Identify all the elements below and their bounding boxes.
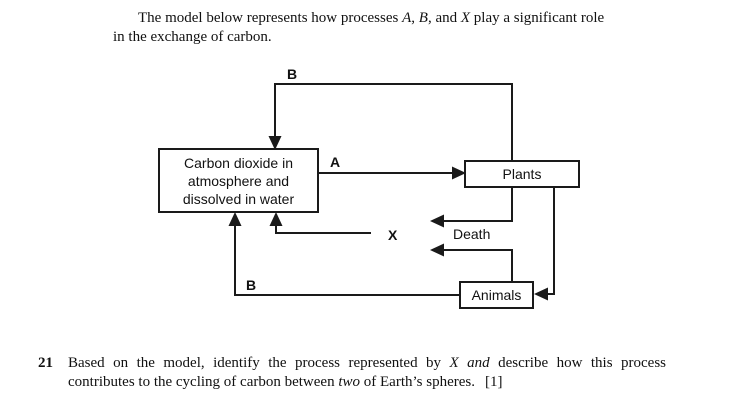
label-process-a: A: [330, 154, 341, 170]
arrowhead-a: [452, 166, 466, 180]
process-x-italic: X: [460, 10, 471, 26]
intro-line-1: The model below represents how processes…: [138, 10, 605, 26]
arrow-plants-death-path: [444, 188, 513, 222]
arrowhead-b-bottom: [228, 212, 242, 226]
arrowhead-b-top: [268, 136, 282, 150]
intro-line-2: in the exchange of carbon.: [113, 29, 272, 45]
intro-paragraph: The model below represents how processes…: [113, 9, 653, 47]
two-italic: two: [338, 374, 361, 390]
question-text: Based on the model, identify the process…: [68, 354, 666, 392]
label-process-b-top: B: [287, 66, 298, 82]
arrowhead-animals-death: [430, 243, 444, 257]
label-process-b-bottom: B: [246, 277, 257, 293]
intro-text: The model below represents how processes: [138, 10, 403, 26]
box-animals-label: Animals: [471, 287, 522, 303]
label-process-x: X: [388, 227, 398, 243]
arrowhead-plants-animals: [534, 287, 548, 301]
arrowhead-plants-death: [430, 214, 444, 228]
box-plants: Plants: [464, 160, 580, 188]
label-death: Death: [453, 226, 491, 242]
marks-badge: [1]: [484, 374, 503, 390]
x-and-italic: X and: [449, 355, 490, 371]
arrow-b-top-path: [274, 83, 513, 161]
box-carbon-dioxide-label: Carbon dioxide in atmosphere and dissolv…: [182, 154, 295, 207]
question-number: 21: [38, 355, 53, 371]
arrowhead-x: [269, 212, 283, 226]
question-line-2: contributes to the cycling of carbon bet…: [68, 374, 503, 390]
arrow-b-bottom-path: [234, 226, 459, 296]
arrow-plants-animals-path: [548, 188, 555, 295]
process-b-italic: B: [418, 10, 428, 26]
process-a-italic: A: [402, 10, 412, 26]
arrow-animals-death-path: [444, 249, 513, 281]
question-line-1: Based on the model, identify the process…: [68, 355, 667, 371]
box-plants-label: Plants: [502, 166, 542, 182]
box-carbon-dioxide: Carbon dioxide in atmosphere and dissolv…: [158, 148, 319, 213]
box-animals: Animals: [459, 281, 534, 309]
arrow-x-path: [275, 226, 371, 234]
